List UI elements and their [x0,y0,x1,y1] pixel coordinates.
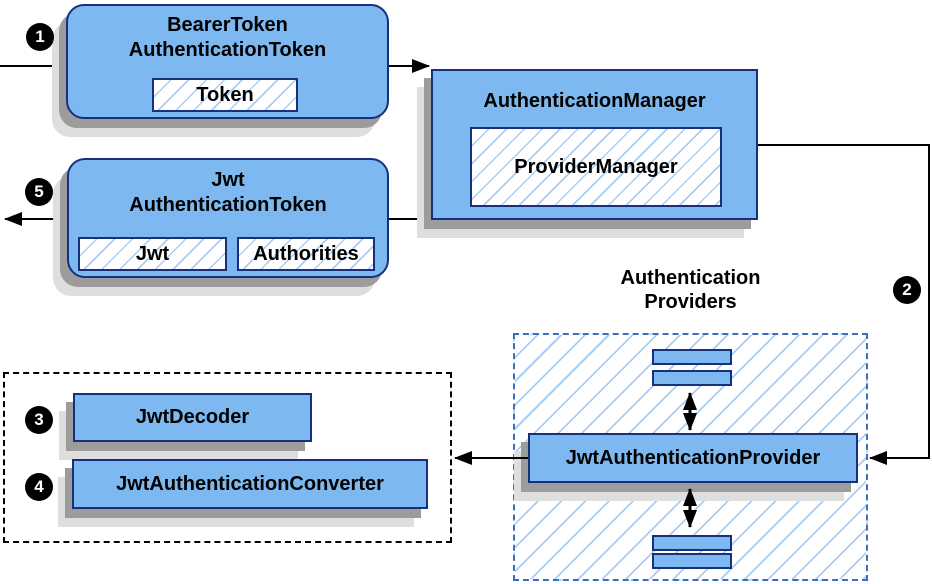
jwt-authentication-token-node: Jwt AuthenticationToken Jwt Authorities [67,158,389,278]
bearer-token-title: BearerToken AuthenticationToken [68,13,387,63]
step-4-number: 4 [34,477,44,496]
jwt-authentication-provider-node: JwtAuthenticationProvider [528,433,858,483]
jwt-resolvers-container [3,372,452,543]
step-3-badge: 3 [25,406,53,434]
other-provider-bar-bottom-2 [652,553,732,569]
bearer-token-title-line1: BearerToken [167,14,288,36]
authentication-providers-heading-line2: Providers [644,291,737,313]
provider-manager-label: ProviderManager [514,155,678,178]
jwt-authentication-converter-label: JwtAuthenticationConverter [116,472,384,495]
jwt-token-title-line2: AuthenticationToken [129,194,327,216]
token-field: Token [152,78,298,112]
step-2-number: 2 [902,280,912,299]
other-provider-bar-top-1 [652,349,732,365]
step-1-badge: 1 [26,23,54,51]
bearer-token-title-line2: AuthenticationToken [128,39,327,61]
jwt-token-title-line1: Jwt [211,169,245,191]
authentication-providers-heading: Authentication Providers [538,266,843,314]
other-provider-bar-bottom-1 [652,535,732,551]
jwt-decoder-node: JwtDecoder [73,393,312,442]
bearer-token-authentication-token-node: BearerToken AuthenticationToken Token [66,4,389,119]
step-2-badge: 2 [893,276,921,304]
jwt-authentication-converter-node: JwtAuthenticationConverter [72,459,428,509]
authentication-manager-title: AuthenticationManager [483,90,706,112]
step-4-badge: 4 [25,473,53,501]
jwt-decoder-label: JwtDecoder [135,406,250,428]
jwt-field: Jwt [78,237,227,271]
jwt-field-label: Jwt [135,242,170,265]
authentication-manager-node: AuthenticationManager ProviderManager [431,69,758,220]
step-5-badge: 5 [25,178,53,206]
other-provider-bar-top-2 [652,370,732,386]
authorities-field-label: Authorities [253,242,359,265]
provider-manager-box: ProviderManager [470,127,722,207]
step-5-number: 5 [34,182,44,201]
token-field-label: Token [196,83,254,106]
authorities-field: Authorities [237,237,375,271]
step-1-number: 1 [35,27,45,46]
authentication-providers-heading-line1: Authentication [620,267,761,289]
step-3-number: 3 [34,410,44,429]
jwt-authentication-provider-label: JwtAuthenticationProvider [565,446,821,469]
jwt-token-title: Jwt AuthenticationToken [69,168,387,218]
